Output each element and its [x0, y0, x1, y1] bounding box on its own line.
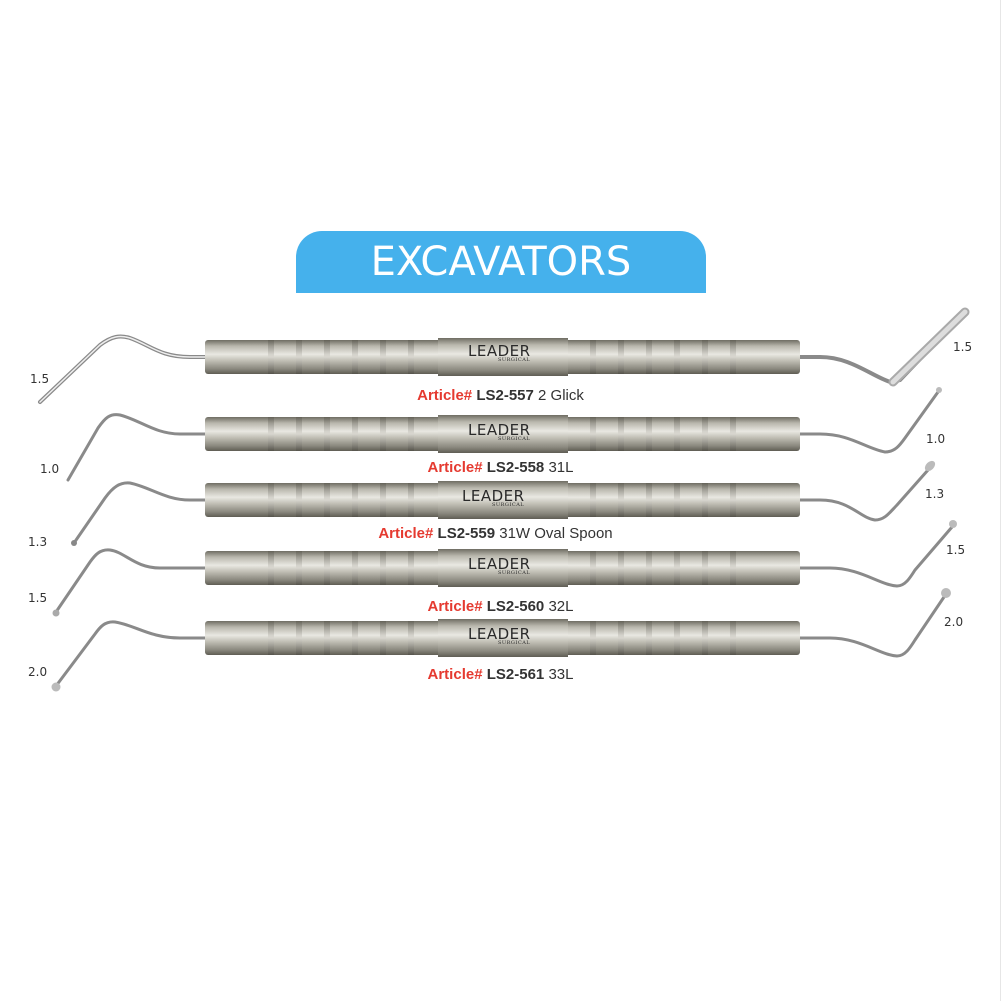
left-tip-size: 1.5 [28, 591, 48, 605]
left-tip-size: 1.0 [40, 462, 60, 476]
brand-logo: LEADER SURGICAL [462, 487, 525, 508]
article-caption: Article# LS2-558 31L [427, 459, 574, 476]
brand-logo: LEADER SURGICAL [468, 625, 531, 646]
banner-title: EXCAVATORS [370, 239, 632, 285]
right-tip-size: 1.0 [926, 432, 946, 446]
article-caption: Article# LS2-561 33L [427, 666, 574, 683]
left-tip-size: 1.3 [28, 535, 48, 549]
left-tip-size: 1.5 [30, 372, 50, 386]
brand-logo: LEADER SURGICAL [468, 342, 531, 363]
brand-logo: LEADER SURGICAL [468, 421, 531, 442]
right-tip-size: 2.0 [944, 615, 964, 629]
left-tip-size: 2.0 [28, 665, 48, 679]
right-tip-size: 1.5 [946, 543, 966, 557]
category-banner: EXCAVATORS [296, 231, 706, 293]
brand-logo: LEADER SURGICAL [468, 555, 531, 576]
article-caption: Article# LS2-560 32L [427, 598, 574, 615]
right-tip-size: 1.5 [953, 340, 973, 354]
article-caption: Article# LS2-557 2 Glick [417, 387, 584, 404]
right-tip-size: 1.3 [925, 487, 945, 501]
article-caption: Article# LS2-559 31W Oval Spoon [378, 525, 613, 542]
